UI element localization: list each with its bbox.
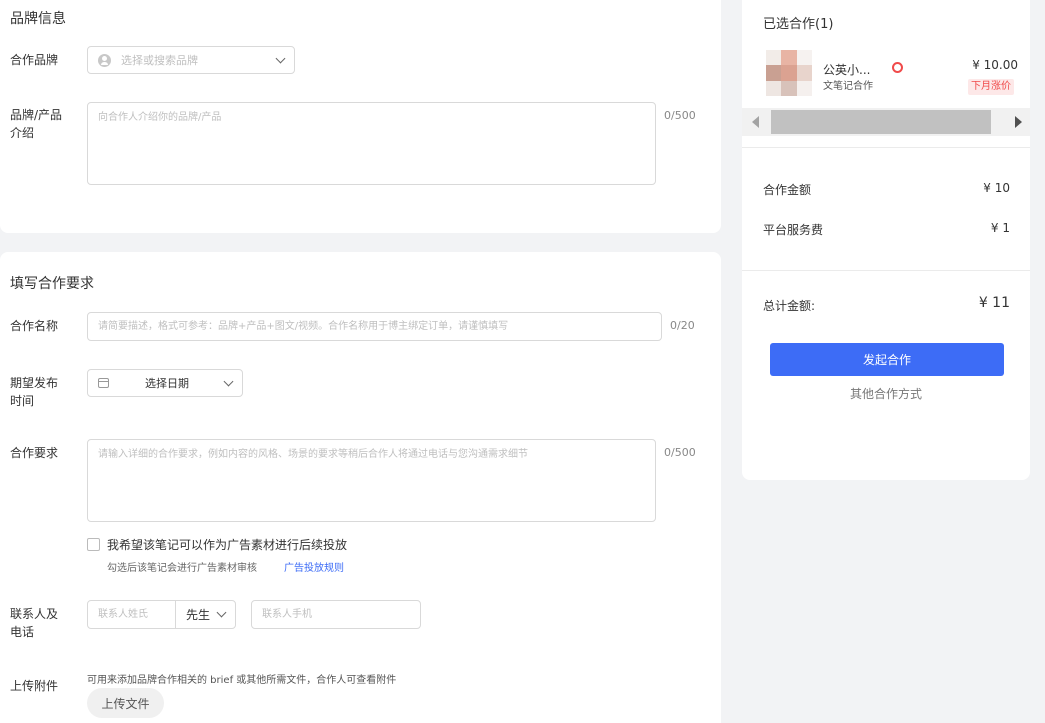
amount-value: ¥ 10 — [983, 181, 1010, 195]
contact-phone-input[interactable] — [251, 600, 421, 629]
scroll-right-icon[interactable] — [1015, 116, 1022, 128]
price-rise-badge: 下月涨价 — [968, 79, 1014, 95]
brand-intro-textarea[interactable] — [87, 102, 656, 185]
brand-intro-label: 品牌/产品介绍 — [10, 108, 63, 140]
upload-file-button[interactable]: 上传文件 — [87, 688, 164, 718]
calendar-icon — [98, 378, 109, 388]
salutation-select[interactable]: 先生 — [175, 600, 236, 629]
amount-label: 合作金额 — [763, 183, 812, 197]
cooperation-name-counter: 0/20 — [670, 319, 695, 332]
requirements-title: 填写合作要求 — [10, 276, 94, 292]
total-label: 总计金额: — [763, 299, 816, 313]
cooperator-name: 公英小... — [823, 63, 871, 77]
cooperation-name-label: 合作名称 — [10, 319, 59, 333]
brand-select-placeholder: 选择或搜索品牌 — [121, 54, 198, 67]
item-price: ¥ 10.00 — [972, 58, 1018, 72]
selected-cooperation-title: 已选合作(1) — [763, 17, 834, 32]
ad-material-checkbox-label: 我希望该笔记可以作为广告素材进行后续投放 — [107, 538, 348, 552]
scrollbar-thumb[interactable] — [771, 110, 991, 134]
chevron-down-icon — [216, 607, 227, 618]
contact-label: 联系人及电话 — [10, 607, 59, 639]
ad-material-checkbox[interactable] — [87, 538, 100, 551]
submit-cooperation-button[interactable]: 发起合作 — [770, 343, 1004, 376]
other-methods-link[interactable]: 其他合作方式 — [849, 387, 922, 401]
record-icon — [892, 62, 903, 73]
contact-name-input[interactable] — [87, 600, 176, 629]
partner-brand-label: 合作品牌 — [10, 53, 59, 67]
brand-select[interactable]: 选择或搜索品牌 — [87, 46, 295, 74]
cooperation-requirements-textarea[interactable] — [87, 439, 656, 522]
ad-material-hint: 勾选后该笔记会进行广告素材审核 — [107, 563, 257, 574]
publish-date-select[interactable]: 选择日期 — [87, 369, 243, 397]
brand-info-title: 品牌信息 — [10, 11, 66, 27]
divider — [742, 270, 1030, 271]
publish-date-value: 选择日期 — [145, 377, 189, 390]
scroll-left-icon[interactable] — [752, 116, 759, 128]
avatar — [766, 50, 812, 96]
total-value: ¥ 11 — [978, 295, 1010, 311]
salutation-value: 先生 — [186, 608, 211, 622]
attachment-label: 上传附件 — [10, 679, 59, 693]
user-icon — [98, 53, 111, 67]
cooperation-requirements-counter: 0/500 — [664, 446, 696, 459]
divider — [742, 147, 1030, 148]
ad-rules-link[interactable]: 广告投放规则 — [284, 563, 344, 574]
chevron-down-icon — [223, 376, 234, 386]
attachment-hint: 可用来添加品牌合作相关的 brief 或其他所需文件，合作人可查看附件 — [87, 675, 397, 686]
service-fee-value: ¥ 1 — [990, 221, 1010, 235]
chevron-down-icon — [275, 53, 286, 63]
cooperation-type: 文笔记合作 — [823, 81, 873, 92]
cooperation-name-input[interactable] — [87, 312, 662, 341]
publish-date-label: 期望发布时间 — [10, 376, 59, 408]
brand-intro-counter: 0/500 — [664, 109, 696, 122]
cooperation-requirements-label: 合作要求 — [10, 446, 59, 460]
service-fee-label: 平台服务费 — [763, 223, 824, 237]
